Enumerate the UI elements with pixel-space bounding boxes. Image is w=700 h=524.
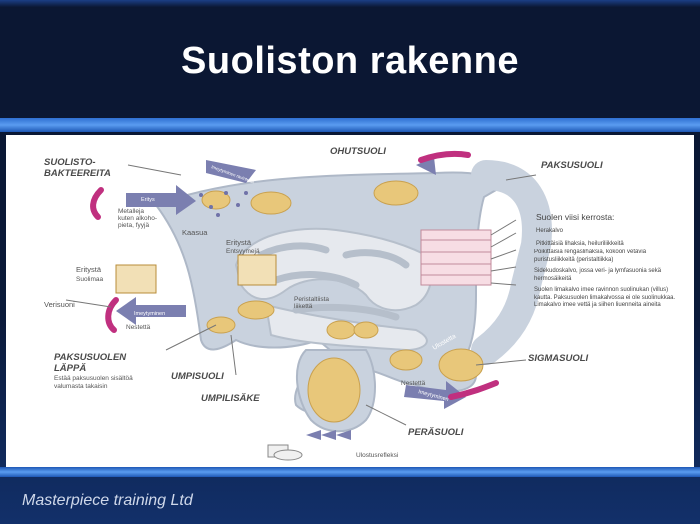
layers-item-2: Pitkittäisiä lihaksia, heiluriliikkeitä bbox=[536, 241, 624, 247]
label-lappa-desc-2: valumasta takaisin bbox=[54, 383, 108, 390]
arrow-secretion bbox=[126, 185, 196, 215]
descending-colon bbox=[471, 160, 552, 365]
label-suolistobakteereita-1: SUOLISTO- bbox=[44, 157, 96, 168]
label-ulostusrefleksi: Ulostusrefleksi bbox=[356, 452, 398, 459]
secretion-inset-left bbox=[115, 264, 157, 294]
label-arrow-imeytyminen-left: Imeytyminen bbox=[134, 311, 165, 317]
label-suolistobakteereita-2: BAKTEEREITA bbox=[44, 168, 111, 179]
wall-layers-stripes bbox=[421, 239, 491, 276]
slide-title: Suoliston rakenne bbox=[181, 40, 519, 82]
stool-contents bbox=[201, 180, 484, 423]
arrow-reflex-3 bbox=[336, 430, 351, 440]
main-labels: SUOLISTO- BAKTEEREITA OHUTSUOLI PAKSUSUO… bbox=[44, 146, 603, 438]
layers-item-5: Suolen limakalvo imee ravinnon suolinuka… bbox=[534, 287, 676, 308]
arrow-reflex-1 bbox=[306, 430, 321, 440]
toilet-icon bbox=[267, 444, 303, 461]
layers-long-items: Poikittaisia rengaslihaksia, kokoon vetä… bbox=[534, 249, 676, 308]
label-sigmasuoli: SIGMASUOLI bbox=[528, 353, 589, 364]
label-nestetta-left: Nestettä bbox=[126, 324, 151, 331]
footer-credit: Masterpiece training Ltd bbox=[22, 492, 193, 509]
header-divider-band bbox=[0, 118, 700, 132]
label-peristaltiikka-2: liikettä bbox=[294, 303, 313, 310]
label-leader-lines bbox=[65, 164, 537, 426]
intestine-illustration: SUOLISTO- BAKTEEREITA OHUTSUOLI PAKSUSUO… bbox=[44, 146, 676, 461]
secretion-inset-mid bbox=[237, 254, 277, 286]
small-intestine bbox=[234, 227, 433, 352]
layers-heading: Suolen viisi kerrosta: bbox=[536, 212, 614, 222]
label-arrow-eritys: Eritys bbox=[141, 197, 155, 203]
label-suolimaa: Suolimaa bbox=[76, 276, 103, 283]
accent-markers bbox=[90, 150, 499, 400]
arrow-absorption-top bbox=[206, 160, 256, 183]
label-metalleja-2: kuten alkoho- bbox=[118, 215, 157, 222]
label-metalleja-3: pieta, fyyjä bbox=[118, 222, 149, 229]
label-nestetta-right: Nestettä bbox=[401, 380, 426, 387]
layers-item-4: Sidekudoskalvo, jossa veri- ja lymfasuon… bbox=[534, 268, 662, 282]
arrow-reflex-2 bbox=[321, 430, 336, 440]
label-peristaltiikka-1: Peristaltiista bbox=[294, 296, 329, 303]
label-verisuoni: Verisuoni bbox=[44, 300, 75, 309]
label-metalleja-1: Metalleja bbox=[118, 208, 144, 215]
label-umpisuoli: UMPISUOLI bbox=[171, 371, 224, 382]
bacteria-dots bbox=[199, 191, 248, 217]
label-lappa-desc-1: Estää paksusuolen sisältöä bbox=[54, 375, 133, 382]
layers-item-3: Poikittaisia rengaslihaksia, kokoon vetä… bbox=[534, 249, 647, 263]
label-perasuoli: PERÄSUOLI bbox=[408, 427, 464, 438]
arrow-top-mid bbox=[416, 157, 436, 175]
label-entsyymeja: Entsyymejä bbox=[226, 248, 260, 255]
label-ohutsuoli: OHUTSUOLI bbox=[330, 146, 386, 157]
layers-legend: Suolen viisi kerrosta: Herakalvo Pitkitt… bbox=[536, 212, 624, 247]
layers-item-1: Herakalvo bbox=[536, 228, 564, 234]
wall-layers-inset bbox=[420, 229, 492, 286]
label-umpilisake: UMPILISÄKE bbox=[201, 393, 260, 404]
footer-divider-band bbox=[0, 467, 700, 477]
label-paksusuoli: PAKSUSUOLI bbox=[541, 160, 603, 171]
intestine-diagram: SUOLISTO- BAKTEEREITA OHUTSUOLI PAKSUSUO… bbox=[6, 135, 694, 471]
label-eritysta2: Eritystä bbox=[226, 238, 252, 247]
label-lappa-2: LÄPPÄ bbox=[54, 363, 86, 374]
arrow-absorption-right bbox=[404, 381, 466, 409]
label-eritysta: Eritystä bbox=[76, 265, 102, 274]
arrow-absorption-left bbox=[116, 297, 186, 325]
label-kaasua: Kaasua bbox=[182, 228, 208, 237]
small-intestine-loops bbox=[257, 242, 410, 321]
arrows bbox=[116, 157, 466, 440]
title-bar bbox=[0, 0, 700, 120]
label-lappa-1: PAKSUSUOLEN bbox=[54, 352, 127, 363]
